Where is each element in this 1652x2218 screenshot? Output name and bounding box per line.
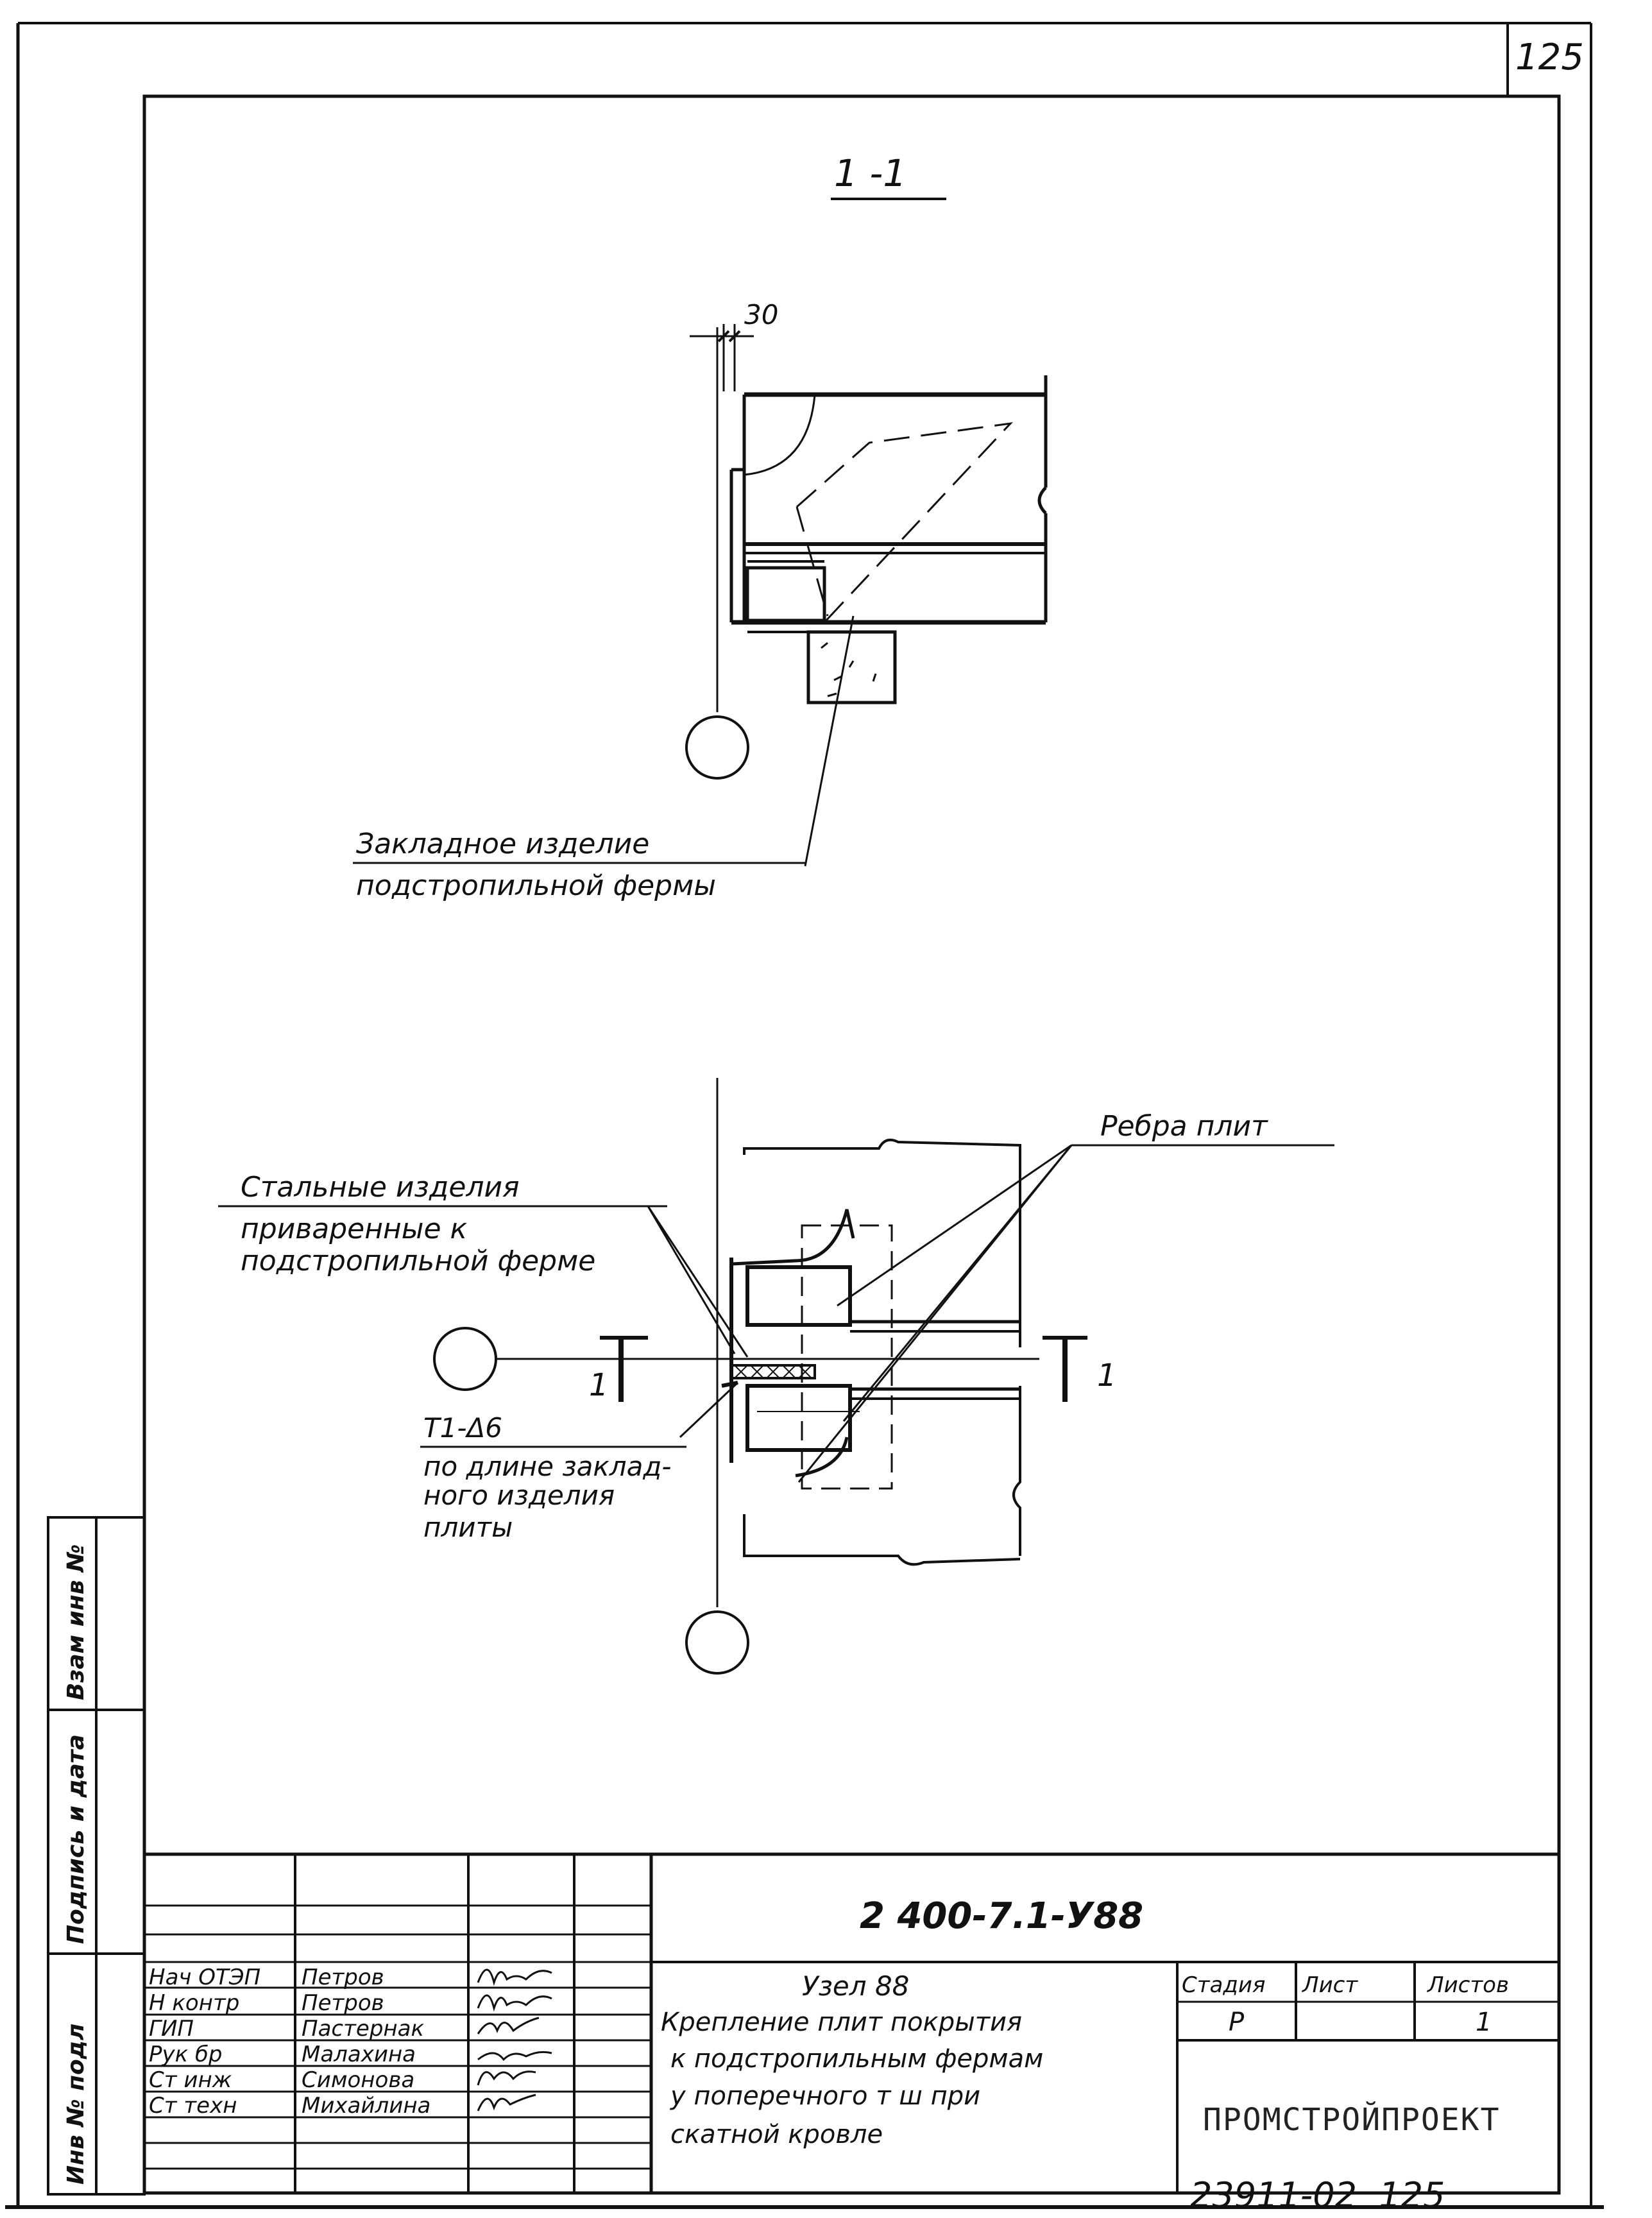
name-0: Петров [302, 1965, 384, 1990]
doc-code: 2 400-7.1-У88 [860, 1895, 1143, 1937]
name-5: Михайлина [302, 2093, 430, 2119]
stamp-sign-date: Подпись и дата [63, 1734, 89, 1944]
sheet-header: Лист [1301, 1972, 1358, 1998]
sheets-value: 1 [1476, 2008, 1492, 2037]
title-line-2: к подстропильным фермам [670, 2044, 1043, 2074]
axis-bubble-top [685, 715, 749, 780]
embedded-part-line1: Закладное изделие [356, 828, 649, 860]
role-0: Нач ОТЭП [149, 1965, 260, 1990]
weld-note-line2: ного изделия [423, 1480, 615, 1511]
role-5: Ст техн [149, 2093, 237, 2119]
stage-value: Р [1229, 2008, 1245, 2037]
steel-parts-line2: приваренные к [241, 1213, 468, 1245]
axis-bubble-left [433, 1327, 497, 1391]
sheet-border [5, 22, 1604, 2209]
callout-weld: T1-Δ6 по длине заклад- ного изделия плит… [420, 1412, 686, 1543]
title-line-0: Узел 88 [802, 1970, 909, 2002]
title-line-3: у поперечного т ш при [670, 2081, 980, 2111]
axis-bubble-bottom [685, 1610, 749, 1675]
sheets-header: Листов [1426, 1972, 1509, 1998]
title-block-grid [142, 1852, 1561, 2195]
signature-scribbles [477, 1968, 552, 2111]
cut-label-left: 1 [589, 1367, 609, 1403]
section-view [685, 324, 1048, 867]
plan-view [433, 1078, 1334, 1675]
section-title: 1 -1 [834, 151, 907, 195]
role-1: Н контр [149, 1990, 239, 2016]
title-line-4: скатной кровле [670, 2120, 883, 2149]
name-4: Симонова [302, 2067, 414, 2093]
role-2: ГИП [149, 2016, 194, 2042]
cut-label-right: 1 [1097, 1358, 1117, 1394]
embedded-part-line2: подстропильной фермы [356, 869, 716, 902]
bottom-doc-number: 23911-02 125 [1190, 2175, 1445, 2215]
name-3: Малахина [302, 2042, 416, 2067]
dimension-30: 30 [744, 299, 778, 330]
stamp-inv-orig: Инв № подл [63, 2024, 89, 2185]
role-3: Рук бр [149, 2042, 223, 2067]
role-4: Ст инж [149, 2067, 232, 2093]
name-1: Петров [302, 1990, 384, 2016]
weld-note-line1: по длине заклад- [423, 1451, 672, 1482]
weld-symbol: T1-Δ6 [423, 1412, 502, 1444]
stamp-inv-replace: Взам инв № [63, 1544, 89, 1700]
sheet-corner-number: 125 [1515, 37, 1584, 78]
title-line-1: Крепление плит покрытия [661, 2008, 1022, 2037]
callout-embedded-part: Закладное изделие подстропильной фермы [353, 828, 805, 902]
signature-rows: Нач ОТЭП Петров Н контр Петров ГИП Пасте… [149, 1965, 430, 2119]
organization-name: ПРОМСТРОЙПРОЕКТ [1203, 2101, 1500, 2138]
callout-steel-parts: Стальные изделия приваренные к подстропи… [218, 1171, 648, 1277]
steel-parts-line3: подстропильной ферме [241, 1245, 595, 1277]
plate-ribs-label: Ребра плит [1100, 1110, 1268, 1143]
weld-note-line3: плиты [423, 1512, 513, 1543]
name-2: Пастернак [302, 2016, 424, 2042]
steel-parts-line1: Стальные изделия [241, 1171, 520, 1204]
stage-header: Стадия [1182, 1972, 1265, 1998]
